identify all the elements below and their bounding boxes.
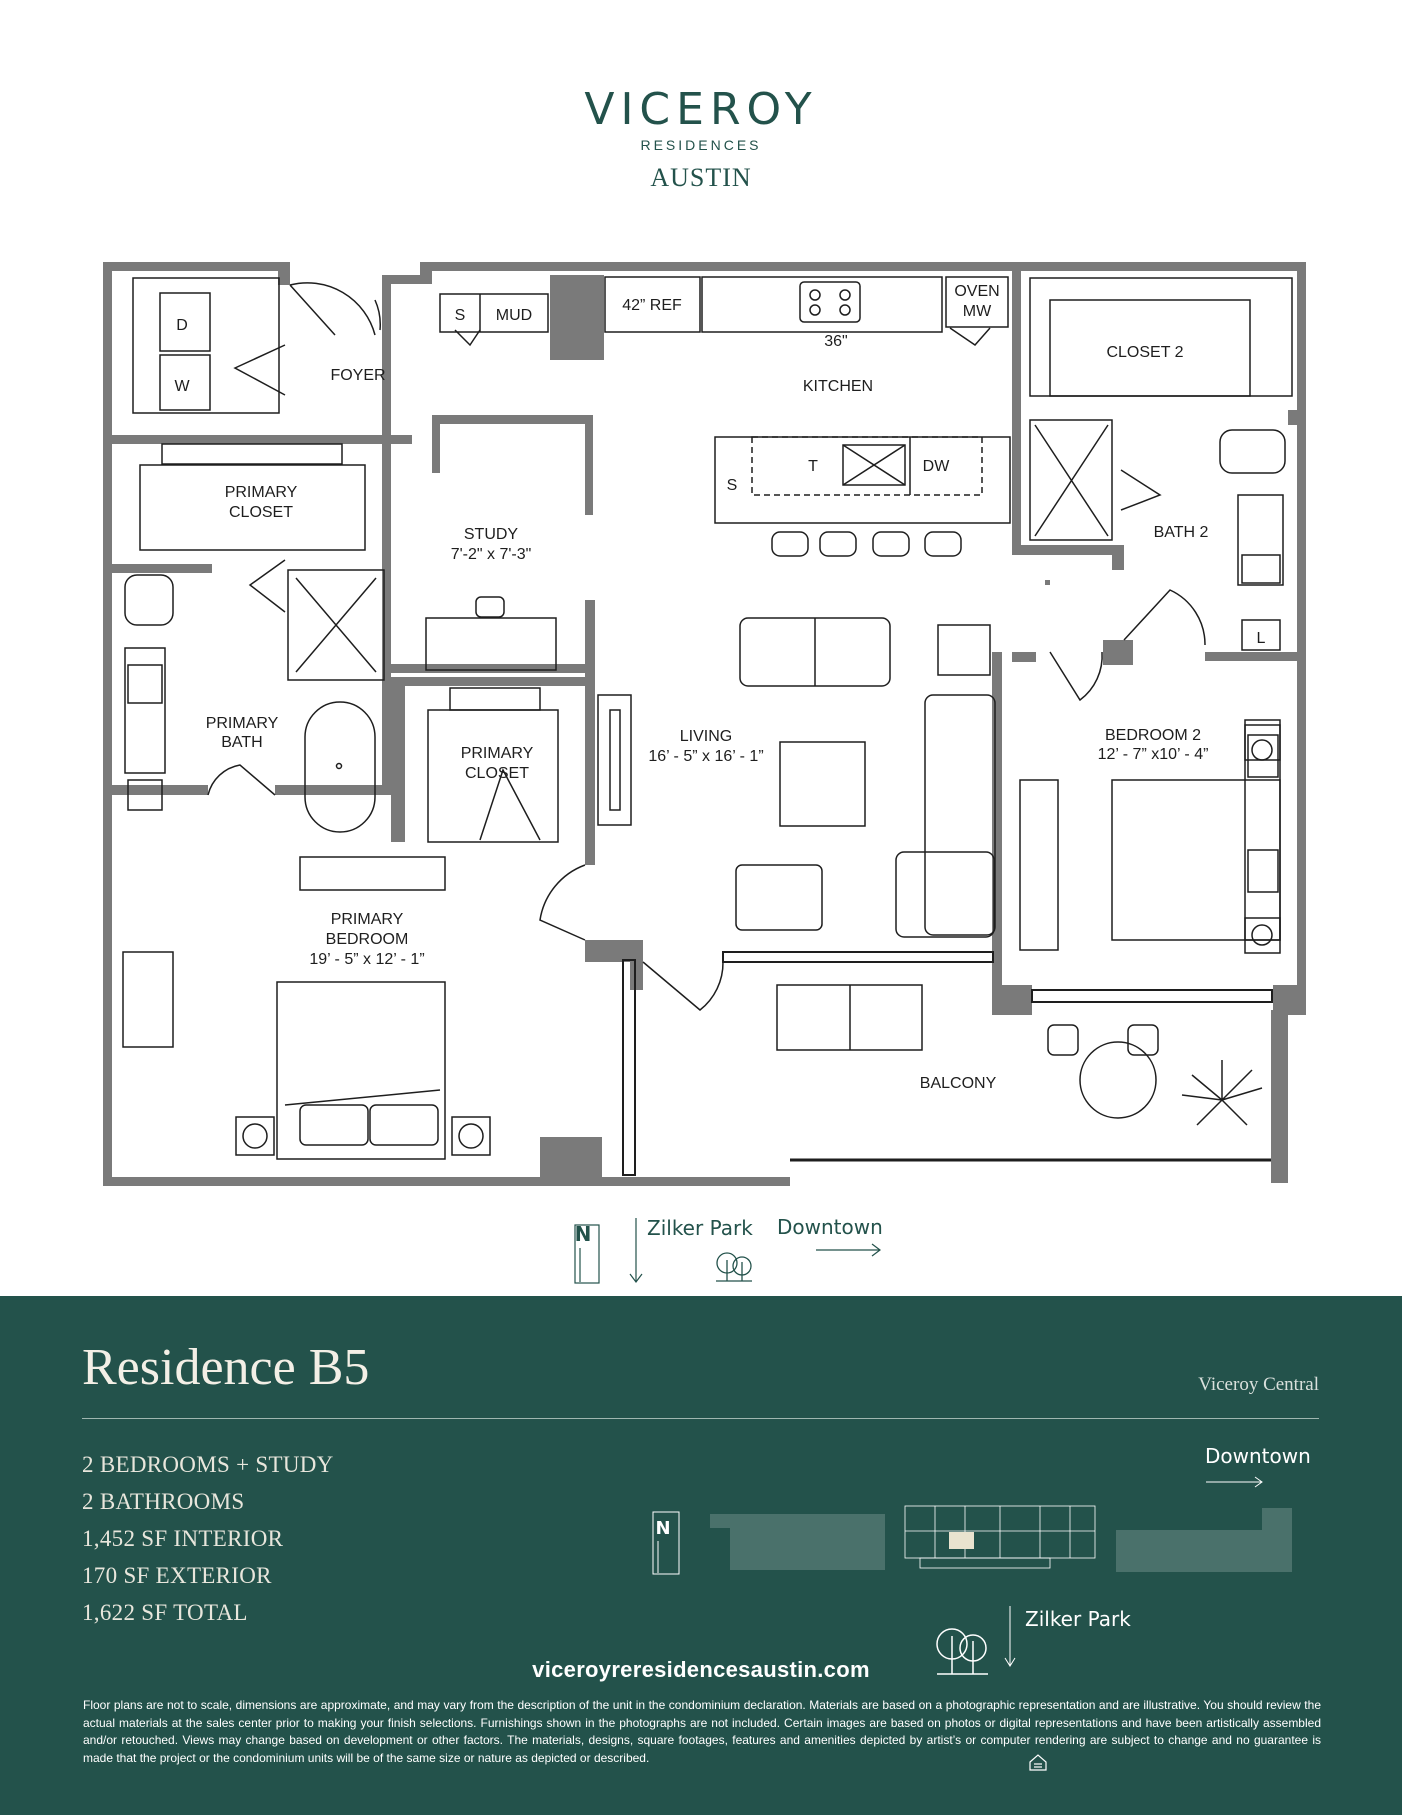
label-foyer: FOYER (330, 367, 385, 384)
label-dryer: D (176, 317, 188, 334)
label-kitchen: KITCHEN (803, 378, 873, 395)
brand-logo-city: AUSTIN (650, 163, 752, 192)
label-study: STUDY (464, 526, 519, 543)
label-living: LIVING (680, 728, 732, 745)
label-oven: OVEN (954, 283, 999, 300)
brand-logo-subtitle: RESIDENCES (640, 137, 762, 153)
key-plan: N Downtown Zilker Park (652, 1444, 1311, 1771)
keyplan-north-frame (652, 1511, 680, 1575)
downtown-direction-label: Downtown (777, 1215, 883, 1239)
brand-logo-name: VICEROY (584, 84, 818, 135)
label-island-trash: T (808, 458, 818, 475)
north-arrow-frame (574, 1224, 600, 1284)
keyplan-tree-icon (936, 1628, 988, 1675)
equal-housing-icon (1029, 1754, 1047, 1771)
residence-specs: 2 BEDROOMS + STUDY 2 BATHROOMS 1,452 SF … (82, 1446, 334, 1631)
label-bedroom-2: BEDROOM 2 (1105, 727, 1201, 744)
spec-total: 1,622 SF TOTAL (82, 1600, 248, 1625)
label-mud: MUD (496, 307, 532, 324)
label-living-dims: 16’ - 5” x 16’ - 1” (648, 748, 763, 765)
fixtures (122, 276, 1293, 1160)
label-bedroom-2-dims: 12’ - 7” x10’ - 4” (1098, 746, 1209, 763)
keyplan-north-label: N (655, 1518, 670, 1539)
label-primary-bedroom-2: BEDROOM (326, 931, 409, 948)
spec-interior: 1,452 SF INTERIOR (82, 1526, 284, 1551)
label-microwave: MW (963, 303, 992, 320)
floor-plan: D W FOYER S MUD 42” REF 36" OVEN MW KITC… (103, 262, 1306, 1284)
label-primary-closet-top-2: CLOSET (229, 504, 293, 521)
label-mud-sink: S (455, 307, 466, 324)
orientation-legend: N Zilker Park Downtown (574, 1215, 883, 1284)
building-name: Viceroy Central (1198, 1374, 1319, 1395)
park-direction-label: Zilker Park (647, 1216, 753, 1240)
interior-walls (112, 270, 1297, 1015)
label-primary-closet-top-1: PRIMARY (225, 484, 298, 501)
label-laundry-l: L (1257, 630, 1266, 647)
divider (82, 1418, 1319, 1419)
label-washer: W (174, 378, 190, 395)
label-refrigerator: 42” REF (622, 297, 682, 314)
exterior-walls (103, 262, 1306, 1186)
room-labels: D W FOYER S MUD 42” REF 36" OVEN MW KITC… (174, 283, 1265, 1092)
label-primary-bath-1: PRIMARY (206, 715, 279, 732)
label-island-sink: S (727, 477, 738, 494)
label-study-dims: 7'-2" x 7'-3" (451, 546, 532, 563)
keyplan-park-label: Zilker Park (1025, 1607, 1131, 1631)
keyplan-unit-highlight (949, 1532, 974, 1549)
website-link[interactable]: viceroyreresidencesaustin.com (532, 1657, 870, 1682)
label-bath-2: BATH 2 (1154, 524, 1209, 541)
tree-icon (716, 1252, 752, 1282)
label-closet-2: CLOSET 2 (1106, 344, 1183, 361)
residence-info-panel: Residence B5 Viceroy Central 2 BEDROOMS … (0, 1296, 1402, 1815)
label-dishwasher: DW (923, 458, 951, 475)
label-primary-bedroom-1: PRIMARY (331, 911, 404, 928)
north-arrow-label: N (575, 1222, 592, 1246)
label-primary-closet-mid-2: CLOSET (465, 765, 529, 782)
door-swings (207, 282, 1206, 1011)
residence-title: Residence B5 (82, 1339, 370, 1396)
keyplan-floorplate (904, 1505, 1096, 1569)
label-cooktop: 36" (824, 333, 847, 350)
spec-bedrooms: 2 BEDROOMS + STUDY (82, 1452, 334, 1477)
windows (622, 951, 1273, 1176)
spec-bathrooms: 2 BATHROOMS (82, 1489, 245, 1514)
spec-exterior: 170 SF EXTERIOR (82, 1563, 272, 1588)
keyplan-downtown-label: Downtown (1205, 1444, 1311, 1468)
label-primary-bath-2: BATH (221, 734, 262, 751)
label-balcony: BALCONY (920, 1075, 997, 1092)
legal-disclaimer: Floor plans are not to scale, dimensions… (83, 1698, 1321, 1765)
label-primary-bedroom-dims: 19’ - 5” x 12’ - 1” (309, 951, 424, 968)
label-primary-closet-mid-1: PRIMARY (461, 745, 534, 762)
